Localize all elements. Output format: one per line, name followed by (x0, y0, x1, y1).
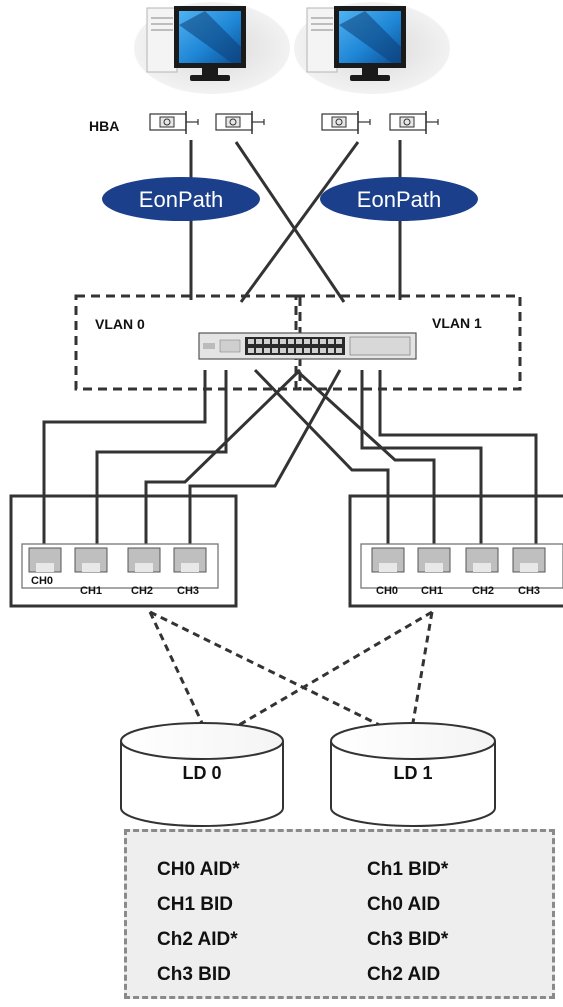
mapping-left-2: CH1 BID (157, 894, 234, 915)
port-label: CH3 (518, 585, 540, 597)
eonpath-2: EonPath (320, 177, 478, 221)
host-computer-2 (294, 2, 450, 94)
ld1-label: LD 1 (393, 763, 432, 783)
ld0-label: LD 0 (182, 763, 221, 783)
controller-2: CH0 CH1 CH2 CH3 (348, 494, 563, 608)
controller-2-outline (348, 494, 563, 608)
port-label: CH1 (80, 585, 102, 597)
mapping-right-2: Ch0 AID (367, 894, 441, 915)
port-ch2: CH2 (465, 547, 499, 597)
port-ch0: CH0 (371, 547, 405, 597)
port-ch3: CH3 (512, 547, 546, 597)
port-label: CH2 (472, 585, 494, 597)
vlan1-label: VLAN 1 (432, 315, 482, 331)
logical-drive-0: LD 0 (120, 722, 284, 827)
monitor-stand (190, 75, 230, 81)
monitor-stand (350, 75, 390, 81)
mapping-right-1: Ch1 BID* (367, 859, 449, 880)
eonpath-label: EonPath (139, 187, 223, 212)
vlan0-label: VLAN 0 (95, 316, 145, 332)
eonpath-1: EonPath (102, 177, 260, 221)
port-ch1: CH1 (417, 547, 451, 597)
hba-card-4 (389, 111, 439, 134)
controller-1: CH0 CH1 CH2 CH3 (9, 494, 238, 608)
logical-drive-1: LD 1 (330, 722, 496, 827)
mapping-left-1: CH0 AID* (157, 859, 240, 880)
port-label: CH1 (421, 585, 443, 597)
mapping-right-4: Ch2 AID (367, 964, 441, 985)
mapping-right-3: Ch3 BID* (367, 929, 449, 950)
mapping-left-3: Ch2 AID* (157, 929, 238, 950)
hba-label: HBA (89, 118, 119, 134)
id-mapping-table: CH0 AID* Ch1 BID* CH1 BID Ch0 AID Ch2 AI… (124, 829, 555, 999)
logical-drive-links (148, 610, 434, 744)
port-ch3: CH3 (173, 547, 207, 597)
port-label: CH0 (376, 585, 398, 597)
switch-to-controller-cables (42, 368, 538, 563)
hba-card-2 (215, 111, 265, 134)
id-mapping-grid: CH0 AID* Ch1 BID* CH1 BID Ch0 AID Ch2 AI… (157, 852, 532, 992)
hba-card-1 (149, 111, 199, 134)
port-label: CH3 (177, 585, 199, 597)
ethernet-switch (198, 332, 417, 360)
controller-1-outline (9, 494, 238, 608)
host-cables (189, 140, 402, 303)
port-ch2: CH2 (127, 547, 161, 597)
hba-card-3 (321, 111, 371, 134)
mapping-left-4: Ch3 BID (157, 964, 231, 985)
port-label: CH2 (131, 585, 153, 597)
port-label: CH0 (31, 575, 53, 587)
port-ch1: CH1 (74, 547, 108, 597)
host-computer-1 (134, 2, 290, 94)
port-ch0: CH0 (28, 547, 62, 587)
eonpath-label: EonPath (357, 187, 441, 212)
